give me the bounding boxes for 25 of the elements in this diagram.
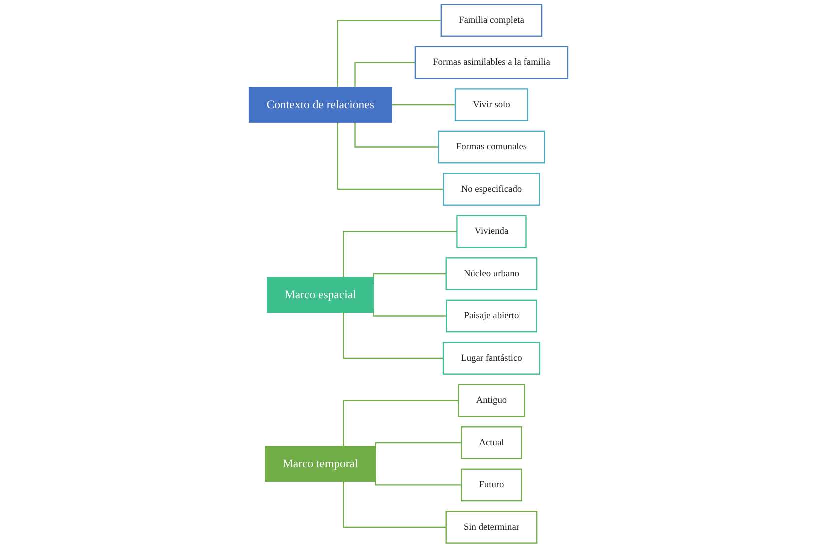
node-box: Vivir solo bbox=[455, 88, 529, 122]
node-box: Marco temporal bbox=[265, 446, 377, 482]
node-box: Vivienda bbox=[456, 215, 528, 248]
node-box: Futuro bbox=[461, 468, 523, 502]
connector bbox=[338, 122, 444, 190]
connector bbox=[344, 400, 460, 446]
connector bbox=[338, 20, 442, 88]
connector bbox=[344, 231, 458, 278]
connector bbox=[344, 312, 444, 360]
connector bbox=[355, 122, 440, 148]
node-box: Formas asimilables a la familia bbox=[415, 46, 569, 80]
connector bbox=[355, 62, 416, 88]
node-box: Lugar fantástico bbox=[443, 342, 541, 375]
node-box: No especificado bbox=[444, 173, 541, 206]
node-box: Antiguo bbox=[458, 384, 526, 418]
connector bbox=[344, 482, 447, 528]
node-box: Marco espacial bbox=[267, 277, 375, 314]
node-box: Formas comunales bbox=[438, 130, 546, 164]
node-box: Familia completa bbox=[441, 4, 543, 37]
node-box: Sin determinar bbox=[446, 511, 538, 544]
connector bbox=[392, 104, 456, 106]
node-box: Contexto de relaciones bbox=[249, 87, 393, 123]
node-box: Núcleo urbano bbox=[446, 258, 538, 290]
node-box: Actual bbox=[461, 426, 523, 460]
node-box: Paisaje abierto bbox=[446, 300, 538, 333]
